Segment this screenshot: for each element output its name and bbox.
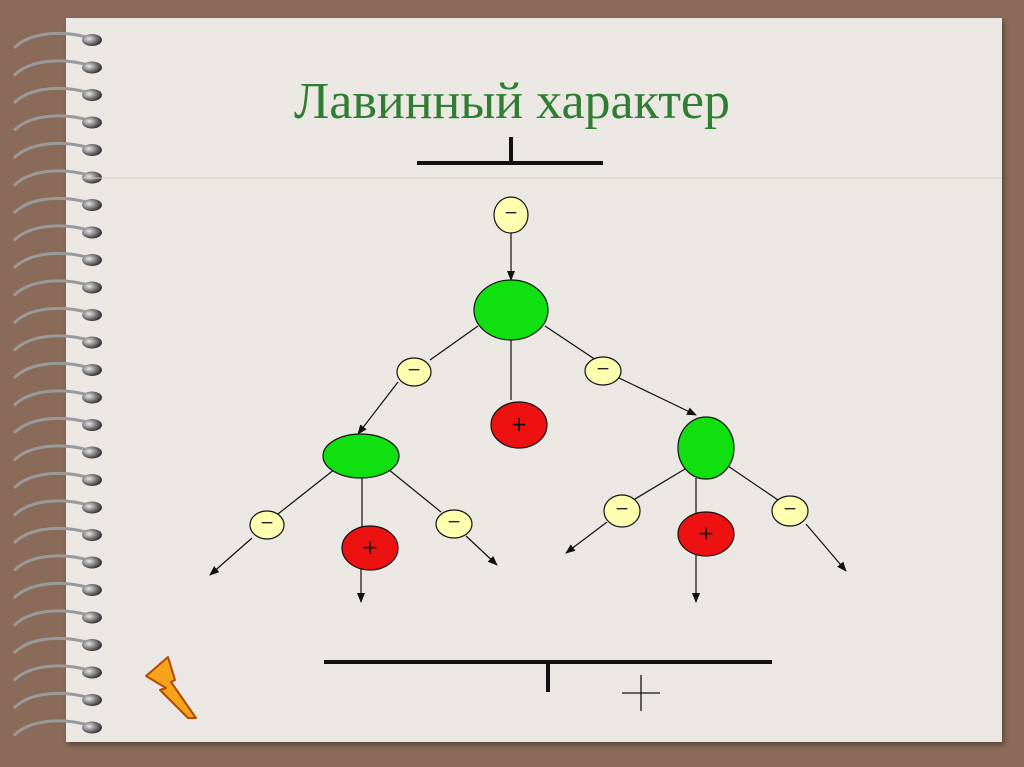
binding-wire bbox=[12, 169, 91, 187]
binding-wire bbox=[12, 361, 91, 380]
binding-ring bbox=[82, 226, 102, 239]
svg-text:+: + bbox=[698, 521, 715, 545]
anode-plus-sign bbox=[622, 675, 660, 711]
binding-ring bbox=[82, 446, 102, 459]
binding-wire bbox=[12, 306, 91, 325]
binding-ring bbox=[82, 309, 102, 321]
arrow-to-right-atom bbox=[616, 376, 697, 416]
binding-wire bbox=[12, 609, 91, 627]
binding-ring bbox=[82, 254, 102, 266]
binding-ring bbox=[82, 556, 102, 569]
svg-text:−: − bbox=[615, 499, 629, 519]
electron-low-4: − bbox=[771, 495, 809, 527]
svg-text:−: − bbox=[260, 513, 274, 533]
binding-ring bbox=[82, 116, 102, 129]
ion-right: + bbox=[677, 511, 735, 557]
binding-ring bbox=[82, 584, 102, 596]
binding-ring bbox=[82, 666, 102, 679]
binding-wire bbox=[12, 471, 91, 490]
binding-wire bbox=[12, 719, 91, 737]
electron-low-2: − bbox=[435, 509, 473, 539]
electron-mid-left: − bbox=[396, 357, 432, 387]
binding-wire bbox=[12, 334, 91, 352]
binding-ring bbox=[82, 281, 102, 294]
slide-title: Лавинный характер bbox=[293, 73, 730, 130]
binding-wire bbox=[12, 444, 91, 462]
svg-text:−: − bbox=[504, 203, 518, 223]
svg-text:+: + bbox=[362, 535, 379, 559]
binding-ring bbox=[82, 639, 102, 651]
binding-ring bbox=[82, 144, 102, 156]
anode-plate bbox=[324, 660, 772, 692]
binding-wire bbox=[12, 499, 91, 517]
binding-ring bbox=[82, 474, 102, 486]
binding-wire bbox=[12, 224, 91, 242]
binding-wire bbox=[12, 554, 91, 572]
binding-ring bbox=[82, 419, 102, 431]
binding-wire bbox=[12, 389, 91, 407]
binding-wire bbox=[12, 86, 91, 105]
neutral-atom-left bbox=[322, 433, 400, 479]
electron-top: − bbox=[493, 196, 529, 234]
binding-wire bbox=[12, 691, 91, 710]
binding-wire bbox=[12, 416, 91, 435]
svg-text:−: − bbox=[596, 359, 610, 379]
binding-ring bbox=[82, 34, 102, 46]
binding-ring bbox=[82, 391, 102, 404]
binding-ring bbox=[82, 529, 102, 541]
neutral-atom-top bbox=[473, 279, 549, 341]
binding-wire bbox=[12, 636, 91, 655]
connection-lines bbox=[209, 233, 847, 603]
binding-wire bbox=[12, 251, 91, 270]
lightning-bolt-icon bbox=[145, 656, 197, 719]
binding-wire bbox=[12, 141, 91, 160]
binding-ring bbox=[82, 89, 102, 101]
svg-text:+: + bbox=[511, 412, 528, 436]
binding-ring bbox=[82, 501, 102, 514]
binding-ring bbox=[82, 336, 102, 349]
binding-ring bbox=[82, 721, 102, 734]
ion-top: + bbox=[490, 401, 548, 449]
binding-ring bbox=[82, 61, 102, 74]
binding-wire bbox=[12, 279, 91, 297]
neutral-atom-right bbox=[677, 416, 735, 480]
binding-wire bbox=[12, 526, 91, 545]
cathode-plate bbox=[417, 137, 603, 165]
ion-left: + bbox=[341, 525, 399, 571]
binding-wire bbox=[12, 31, 91, 50]
binding-wire bbox=[12, 664, 91, 682]
binding-wire bbox=[12, 114, 91, 132]
svg-text:−: − bbox=[447, 512, 461, 532]
slide-sheet bbox=[66, 18, 1002, 742]
electron-mid-right: − bbox=[584, 356, 622, 386]
svg-text:−: − bbox=[407, 360, 421, 380]
binding-wire bbox=[12, 581, 91, 600]
binding-ring bbox=[82, 199, 102, 211]
svg-text:−: − bbox=[783, 499, 797, 519]
binding-ring bbox=[82, 364, 102, 376]
binding-ring bbox=[82, 694, 102, 706]
electron-low-1: − bbox=[249, 510, 285, 540]
spiral-binding bbox=[12, 31, 102, 737]
binding-wire bbox=[12, 196, 91, 215]
electron-low-3: − bbox=[603, 494, 641, 528]
binding-ring bbox=[82, 611, 102, 624]
binding-wire bbox=[12, 59, 91, 77]
arrow-to-left-atom bbox=[357, 381, 399, 435]
